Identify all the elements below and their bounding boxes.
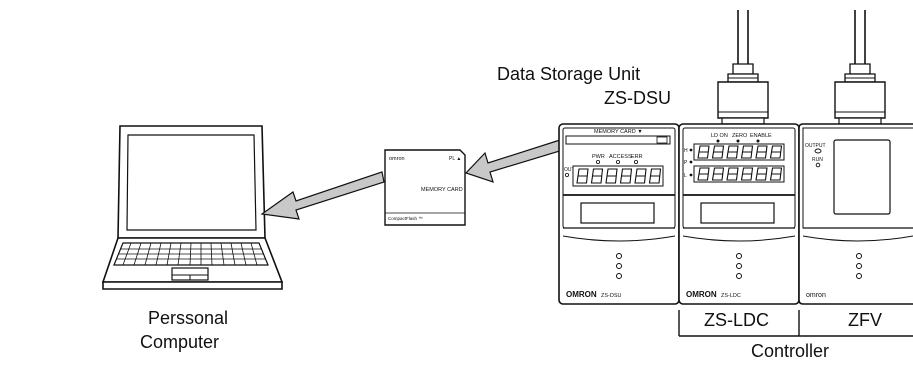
seven-seg-digit <box>648 168 662 184</box>
seven-seg-digit <box>697 145 710 159</box>
seven-seg-digit <box>711 167 725 181</box>
dsu-title-line1: Data Storage Unit <box>497 64 641 84</box>
seven-seg-digit <box>755 167 768 181</box>
card-footer: CompactFlash ™ <box>388 216 423 221</box>
seven-seg-digit <box>605 168 618 184</box>
seven-seg-digit <box>769 145 783 159</box>
seven-seg-digit <box>590 168 604 184</box>
dsu-out-label: OUT <box>564 167 575 173</box>
zfv-label: ZFV <box>848 310 882 330</box>
ldc-brand: OMRON <box>686 290 717 299</box>
pc-label-line1: Perssonal <box>148 308 229 328</box>
ldc-seven-seg-display-bottom <box>697 167 783 181</box>
memory-card: omron PL ▲ MEMORY CARD CompactFlash ™ <box>384 149 466 226</box>
seven-seg-digit <box>740 167 754 181</box>
ldc-indicator-enable: ENABLE <box>750 133 772 139</box>
transfer-arrow-to-card <box>464 139 564 183</box>
ldc-indicator-zero: ZERO <box>732 133 748 139</box>
dsu-indicator-err: ERR <box>631 154 643 160</box>
seven-seg-digit <box>769 167 783 181</box>
card-corner: PL ▲ <box>449 156 461 162</box>
dsu-title-line2: ZS-DSU <box>604 88 671 108</box>
zs-dsu-unit: MEMORY CARD ▼ PWR ACCESS ERR OUT <box>558 123 680 305</box>
zfv-output-label: OUTPUT <box>805 143 826 149</box>
card-text: MEMORY CARD <box>421 187 463 193</box>
ldc-led-p: P <box>684 160 688 166</box>
seven-seg-digit <box>726 167 739 181</box>
seven-seg-digit <box>740 145 754 159</box>
dsu-indicator-access: ACCESS <box>609 154 632 160</box>
card-brand: omron <box>389 156 405 162</box>
zs-ldc-unit: LD ON ZERO ENABLE H P L <box>678 10 800 305</box>
seven-seg-digit <box>726 145 739 159</box>
seven-seg-digit <box>697 167 710 181</box>
ldc-model: ZS-LDC <box>721 293 741 299</box>
dsu-brand: OMRON <box>566 290 597 299</box>
zfv-brand: omron <box>806 292 826 299</box>
ldc-led-l: L <box>684 173 687 179</box>
controller-bracket <box>678 310 913 337</box>
seven-seg-digit <box>711 145 725 159</box>
seven-seg-digit <box>755 145 768 159</box>
ldc-indicator-ldon: LD ON <box>711 133 728 139</box>
ldc-led-h: H <box>684 148 688 154</box>
laptop-icon <box>101 125 284 290</box>
seven-seg-digit <box>619 168 633 184</box>
zfv-run-label: RUN <box>812 157 823 163</box>
dsu-model: ZS-DSU <box>601 293 622 299</box>
ldc-label: ZS-LDC <box>704 310 770 330</box>
dsu-seven-seg-display <box>576 168 662 184</box>
dsu-slot-label: MEMORY CARD ▼ <box>594 129 643 135</box>
dsu-indicator-pwr: PWR <box>592 154 605 160</box>
seven-seg-digit <box>634 168 647 184</box>
ldc-seven-seg-display-top <box>697 145 783 159</box>
pc-label-line2: Computer <box>140 332 220 352</box>
controller-label: Controller <box>751 341 830 361</box>
seven-seg-digit <box>576 168 589 184</box>
transfer-arrow-to-pc <box>260 171 385 220</box>
zfv-unit: OUTPUT RUN omron <box>798 10 913 305</box>
